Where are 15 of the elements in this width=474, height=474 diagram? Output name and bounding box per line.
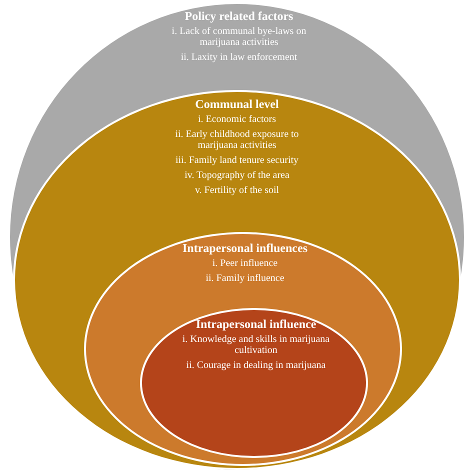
list-item: ii. Courage in dealing in marijuana [185,360,327,371]
heading: Intrapersonal influences [181,242,308,255]
heading: Communal level [194,98,280,111]
heading: Intrapersonal influence [194,318,318,331]
list-item: ii. Family influence [204,273,286,284]
list-item: ii. Laxity in law enforcement [180,52,298,63]
list-item: i. Peer influence [211,258,279,269]
list-item: i. Economic factors [196,114,278,125]
list-item: i. Lack of communal bye-laws on marijuana activities [170,26,308,48]
list-item: i. Knowledge and skills in marijuana cultivation [181,334,331,356]
list-item: ii. Early childhood exposure to marijuana activities [174,129,300,151]
heading: Policy related factors [184,10,294,23]
list-item: v. Fertility of the soil [194,185,280,196]
list-item: iv. Topography of the area [184,170,290,181]
list-item: iii. Family land tenure security [174,155,300,166]
